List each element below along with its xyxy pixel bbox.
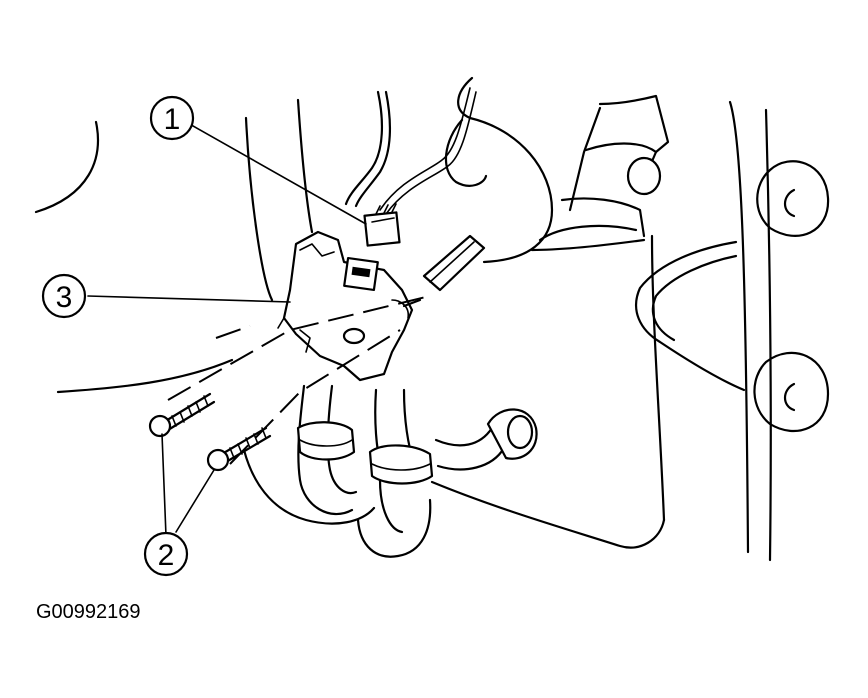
wiring-harness: [344, 87, 477, 215]
firewall-structure-right: [530, 94, 772, 562]
actuator-body: [277, 230, 414, 382]
callout-1-label: 1: [164, 103, 181, 136]
heater-core-housing: [296, 76, 554, 264]
body-holes: [753, 160, 830, 433]
callout-1: 1: [149, 95, 195, 141]
body-panel-left: [34, 116, 274, 394]
callout-2: 2: [143, 531, 189, 577]
callout-3: 3: [41, 273, 87, 319]
hose-clamps: [296, 408, 538, 485]
figure-code: G00992169: [36, 601, 141, 623]
electrical-connector: [363, 203, 401, 247]
heater-hoses: [242, 384, 666, 558]
callout-2-label: 2: [158, 539, 175, 572]
actuator-shaft: [402, 234, 486, 308]
mounting-screws: [148, 392, 272, 472]
leader-lines: [87, 121, 367, 537]
alignment-guides: [167, 295, 431, 465]
callout-3-label: 3: [56, 281, 73, 314]
